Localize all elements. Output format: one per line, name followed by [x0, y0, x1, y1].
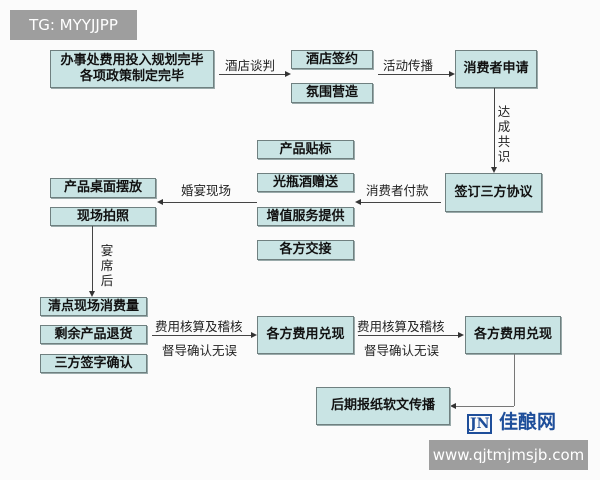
- box-atmosphere: 氛围营造: [291, 83, 373, 103]
- box-plan-line2: 各项政策制定完毕: [79, 69, 184, 84]
- box-cash2: 各方费用兑现: [465, 316, 561, 354]
- arrowhead-icon: [449, 71, 455, 77]
- logo-text: 佳酿网: [499, 411, 557, 433]
- arrow-promote: [378, 74, 449, 75]
- logo: JN 佳酿网: [467, 407, 556, 434]
- box-cash1: 各方费用兑现: [257, 316, 354, 354]
- connector-media: [514, 354, 515, 406]
- box-return: 剩余产品退货: [40, 325, 147, 344]
- label-consensus: 达成共识: [497, 104, 511, 164]
- arrowhead-icon: [491, 167, 497, 173]
- label-negotiate: 酒店谈判: [225, 58, 276, 73]
- label-wedding: 婚宴现场: [181, 183, 232, 198]
- label-promote: 活动传播: [383, 58, 434, 73]
- arrowhead-icon: [285, 71, 291, 77]
- box-plan: 办事处费用投入规划完毕 各项政策制定完毕: [50, 50, 214, 88]
- box-value-service: 增值服务提供: [257, 207, 354, 226]
- watermark-bottom: www.qjtmjmsjb.com: [429, 440, 588, 470]
- arrow-negotiate: [219, 74, 285, 75]
- arrowhead-icon: [355, 199, 361, 205]
- label-audit1-b: 督导确认无误: [162, 343, 238, 358]
- box-photo: 现场拍照: [50, 207, 156, 226]
- logo-mark-icon: JN: [467, 414, 493, 434]
- arrowhead-icon: [450, 403, 456, 409]
- box-media: 后期报纸软文传播: [316, 387, 450, 425]
- label-audit1-a: 费用核算及稽核: [155, 319, 243, 334]
- arrowhead-icon: [251, 332, 257, 338]
- box-signoff: 三方签字确认: [40, 354, 147, 373]
- label-audit2-a: 费用核算及稽核: [357, 319, 445, 334]
- label-payment: 消费者付款: [366, 183, 429, 198]
- arrow-after-banquet: [92, 226, 93, 291]
- arrowhead-icon: [458, 332, 464, 338]
- box-handover: 各方交接: [257, 240, 354, 260]
- arrow-audit2: [358, 335, 458, 336]
- arrow-wedding: [163, 202, 257, 203]
- watermark-top: TG: MYYJJPP: [10, 10, 137, 40]
- box-plan-line1: 办事处费用投入规划完毕: [60, 53, 204, 68]
- arrow-payment: [361, 202, 441, 203]
- arrow-media: [456, 406, 514, 407]
- box-labeling: 产品贴标: [257, 140, 354, 159]
- arrowhead-icon: [157, 199, 163, 205]
- label-after-banquet: 宴席后: [100, 243, 114, 288]
- arrow-audit1: [152, 335, 251, 336]
- box-consumer-apply: 消费者申请: [455, 50, 537, 88]
- box-count: 清点现场消费量: [40, 297, 147, 316]
- box-table-display: 产品桌面摆放: [50, 178, 156, 198]
- label-audit2-b: 督导确认无误: [364, 343, 440, 358]
- box-hotel-sign: 酒店签约: [291, 50, 373, 69]
- arrow-consensus: [494, 88, 495, 167]
- arrowhead-icon: [89, 291, 95, 297]
- box-tripartite: 签订三方协议: [445, 173, 542, 212]
- box-bottle-gift: 光瓶酒赠送: [257, 173, 354, 192]
